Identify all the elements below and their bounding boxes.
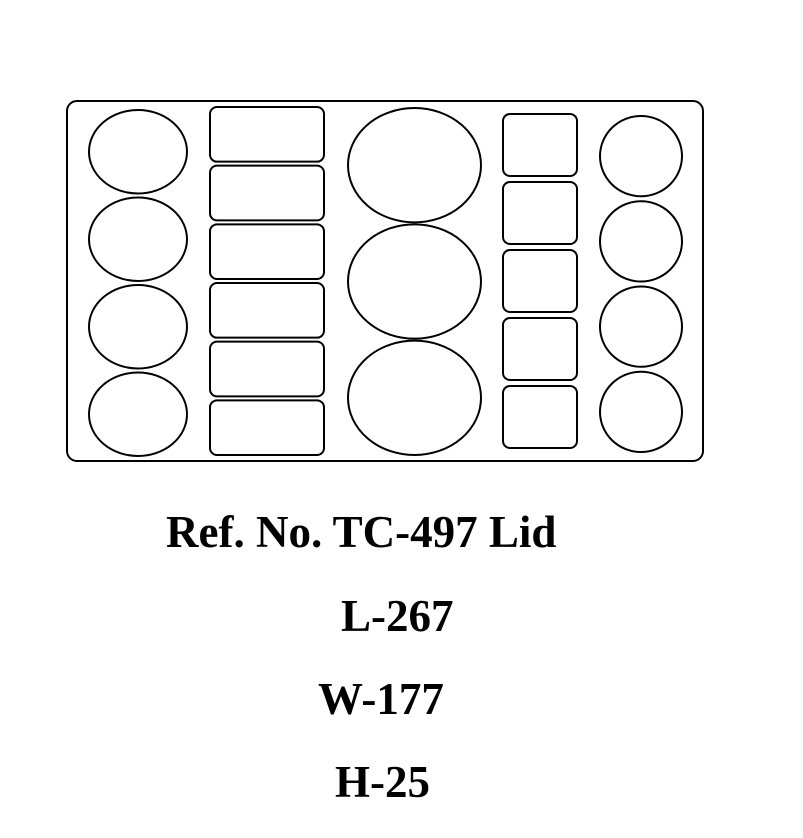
rect-compartment [209,399,325,457]
rect-compartment [209,340,325,398]
round-compartment [599,285,683,368]
round-compartment [599,370,683,453]
round-compartment [88,284,188,370]
rect-compartment [209,106,325,163]
round-compartment [88,196,188,282]
round-compartment [347,339,482,457]
compartment-group [88,106,683,457]
rect-compartment [209,164,325,222]
round-compartment [88,109,188,195]
rect-compartment [502,249,578,313]
rect-compartment [209,223,325,280]
reference-number: Ref. No. TC-497 Lid [166,507,557,557]
round-compartment [347,107,482,224]
round-compartment [599,115,683,198]
rect-compartment [502,113,578,177]
rect-compartment [502,181,578,245]
rect-compartment [209,282,325,339]
height-dimension: H-25 [335,757,430,807]
length-dimension: L-267 [341,591,454,641]
lid-diagram [66,100,704,462]
round-compartment [347,223,482,340]
round-compartment [599,200,683,283]
rect-compartment [502,317,578,381]
rect-compartment [502,385,578,449]
round-compartment [88,371,188,457]
width-dimension: W-177 [318,674,444,724]
